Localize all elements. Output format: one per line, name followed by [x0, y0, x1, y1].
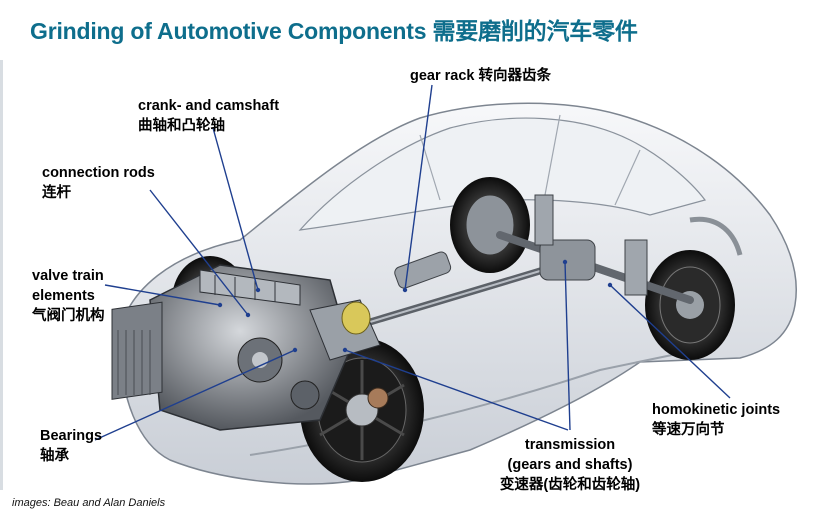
label-transmission-en2: (gears and shafts) — [507, 457, 633, 473]
label-valve-zh: 气阀门机构 — [32, 308, 105, 324]
label-bearings-zh: 轴承 — [40, 448, 69, 464]
label-connection-rods: connection rods 连杆 — [42, 163, 155, 203]
label-homokinetic-joints: homokinetic joints 等速万向节 — [652, 400, 780, 440]
leader-lines — [94, 84, 731, 441]
label-valve-en2: elements — [32, 288, 95, 304]
label-valve-train: valve train elements 气阀门机构 — [32, 266, 105, 326]
leader-gear-rack — [404, 84, 433, 291]
label-crank-zh: 曲轴和凸轮轴 — [138, 118, 225, 134]
slide-title: Grinding of Automotive Components 需要磨削的汽… — [30, 18, 638, 44]
leader-valve — [104, 284, 221, 306]
engine-block — [111, 264, 351, 431]
leader-transmission-2 — [564, 261, 571, 431]
label-transmission-en1: transmission — [524, 437, 616, 453]
label-conrods-en: connection rods — [42, 165, 155, 181]
leader-conrods — [149, 189, 249, 316]
label-transmission: transmission (gears and shafts) 变速器(齿轮和齿… — [485, 435, 655, 495]
label-gear-rack: gear rack 转向器齿条 — [410, 66, 551, 86]
leader-homokinetic — [609, 284, 731, 399]
label-conrods-zh: 连杆 — [42, 185, 71, 201]
drive-shaft — [356, 261, 564, 329]
label-homokinetic-zh: 等速万向节 — [652, 422, 725, 438]
leader-transmission-1 — [344, 349, 569, 431]
steering-rack — [394, 251, 452, 289]
leader-crank — [212, 127, 259, 291]
label-gear-rack-text: gear rack 转向器齿条 — [410, 68, 552, 84]
label-crank-en: crank- and camshaft — [138, 98, 280, 114]
rear-axle — [496, 194, 743, 304]
label-transmission-zh: 变速器(齿轮和齿轮轴) — [499, 477, 641, 493]
label-bearings: Bearings 轴承 — [40, 426, 102, 466]
transmission-housing — [309, 299, 381, 361]
rear-right-wheel — [645, 250, 735, 360]
label-bearings-en: Bearings — [40, 428, 103, 444]
slide-left-rule — [0, 60, 3, 490]
image-credit: images: Beau and Alan Daniels — [12, 497, 166, 509]
rear-left-wheel — [450, 177, 530, 273]
label-crank-camshaft: crank- and camshaft 曲轴和凸轮轴 — [138, 96, 279, 136]
leader-bearings — [94, 349, 296, 441]
leader-endpoints — [217, 259, 613, 353]
front-brake-caliper — [367, 387, 389, 409]
label-homokinetic-en: homokinetic joints — [652, 402, 781, 418]
label-valve-en1: valve train — [32, 268, 104, 284]
